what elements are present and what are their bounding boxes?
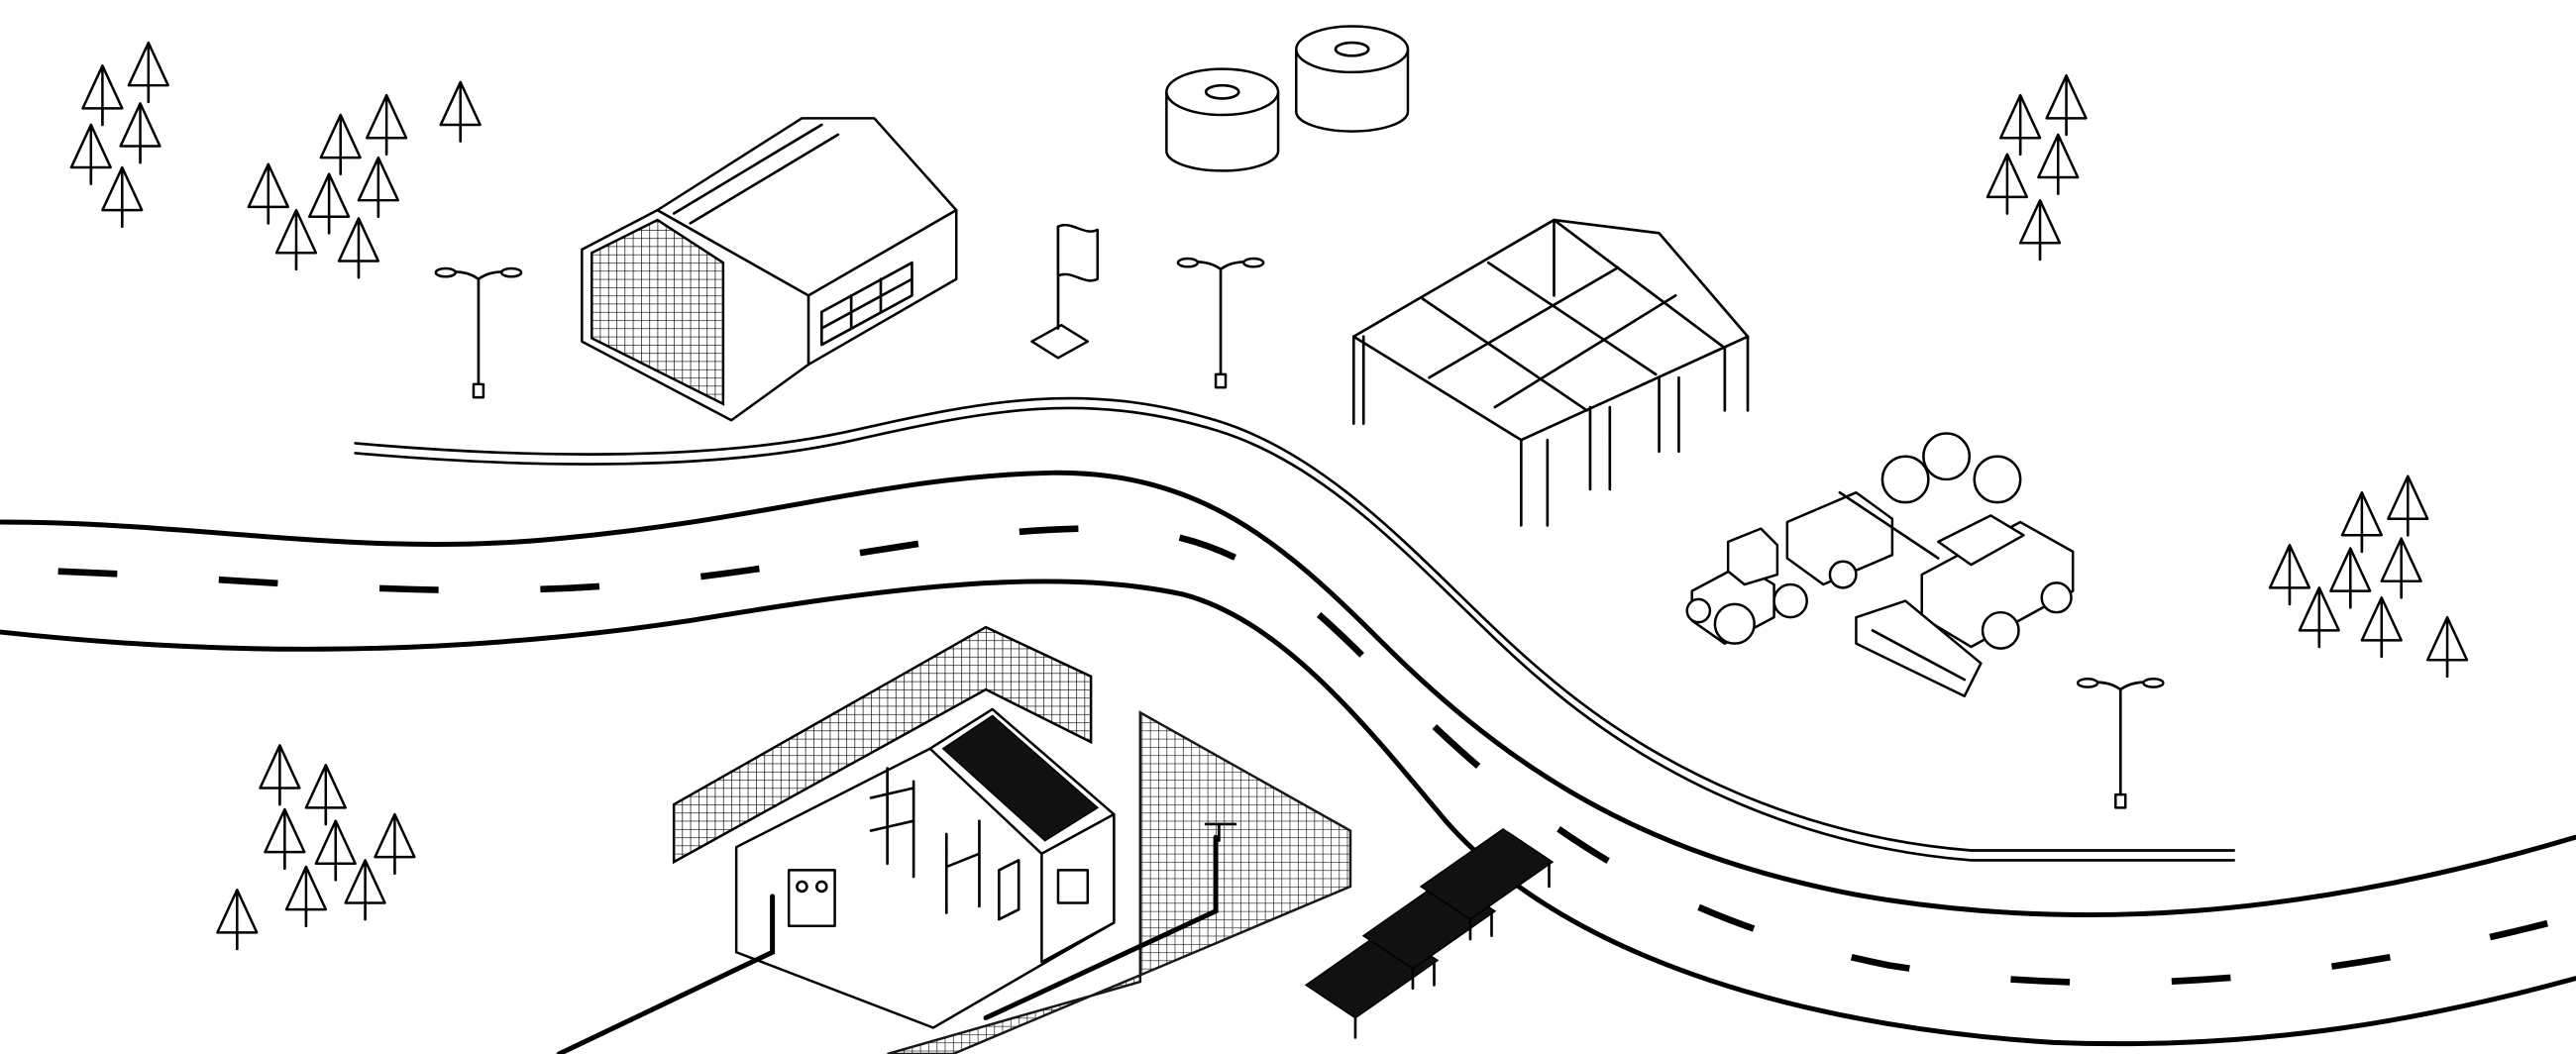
road	[0, 470, 2576, 1047]
street-lamp-1	[434, 266, 523, 399]
steel-frame-shed	[1351, 218, 1750, 527]
street-lamp-2	[1176, 257, 1265, 389]
guardrail	[354, 396, 2235, 862]
tree-cluster-top-left	[69, 41, 482, 279]
tree-cluster-right	[2268, 474, 2469, 679]
house-cutaway	[556, 707, 1237, 1054]
fence	[672, 625, 1352, 1054]
water-tanks	[1165, 25, 1410, 172]
combine-harvester	[1838, 490, 2075, 697]
tree-cluster-top-right	[1986, 73, 2088, 262]
barn	[581, 117, 958, 422]
hay-bales	[1880, 432, 2022, 504]
tree-cluster-bottom-left	[216, 744, 416, 951]
tractor-with-trailer	[1685, 490, 1894, 645]
flag-monument	[1030, 223, 1099, 360]
street-lamp-3	[2076, 677, 2165, 809]
